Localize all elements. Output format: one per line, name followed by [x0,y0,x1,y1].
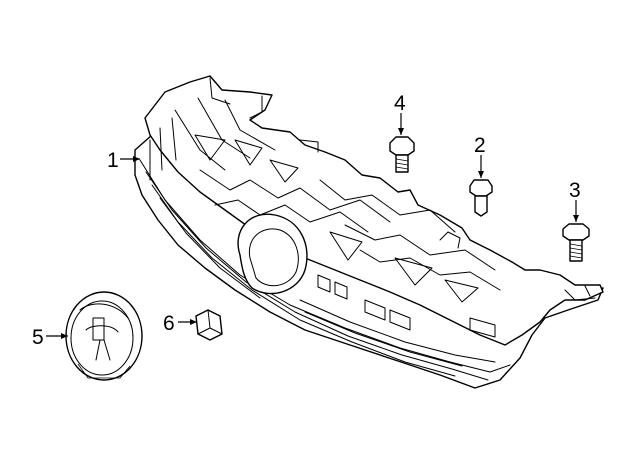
callout-3: 3 [569,179,581,202]
grille-assembly [134,75,604,389]
callout-2: 2 [474,134,486,157]
callout-6: 6 [163,312,175,335]
callout-4: 4 [394,92,406,115]
pin-bolt [469,179,493,217]
callout-1: 1 [107,149,119,172]
bolt-right [562,223,590,262]
callout-5: 5 [32,326,44,349]
bolt-top [389,136,415,173]
emblem [65,291,143,381]
clip [195,309,223,341]
